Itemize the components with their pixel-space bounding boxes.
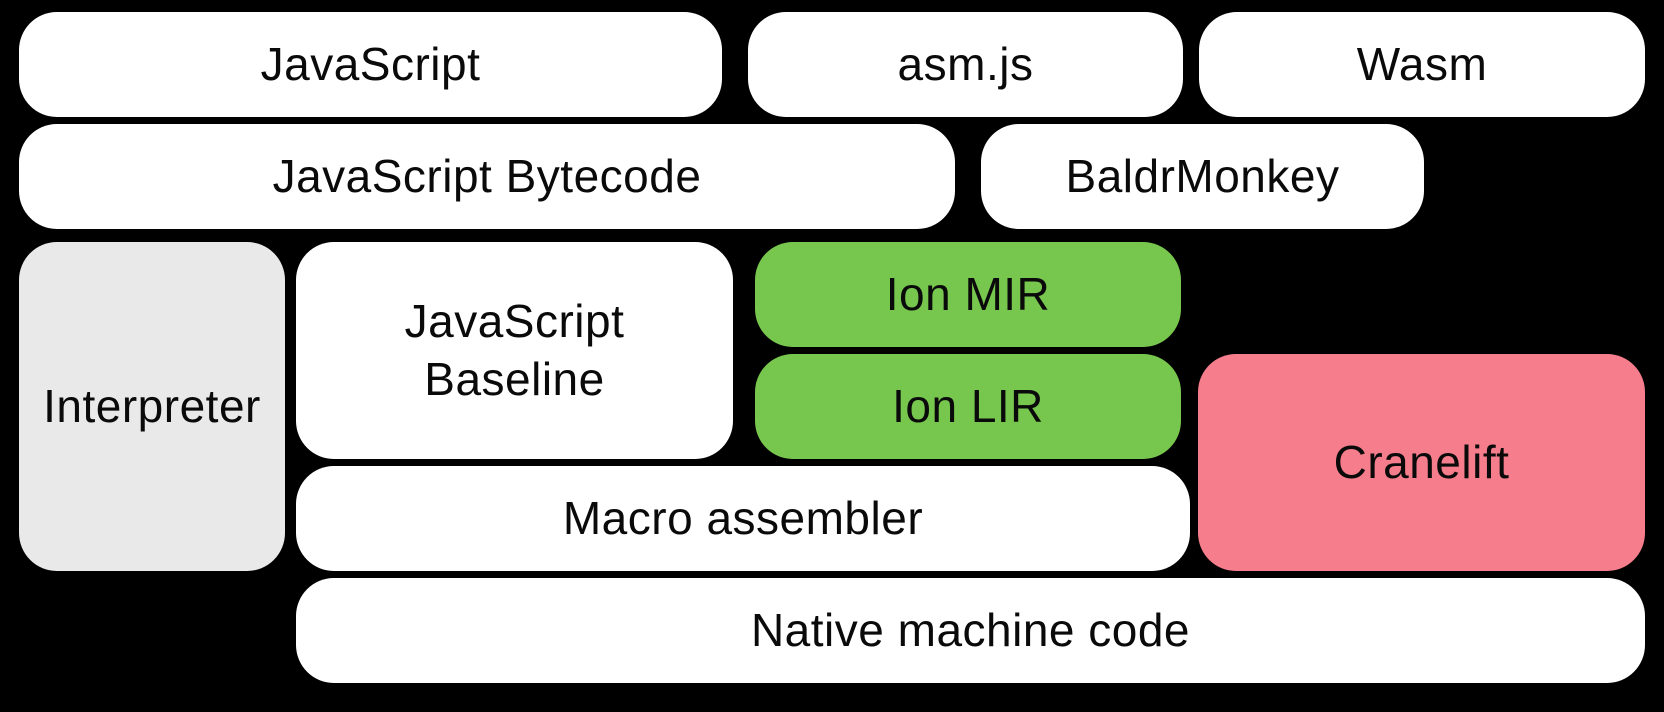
box-ion-lir: Ion LIR xyxy=(755,354,1181,459)
box-wasm-label: Wasm xyxy=(1356,37,1488,90)
box-macro-assembler: Macro assembler xyxy=(296,466,1190,571)
box-javascript-bytecode-label: JavaScript Bytecode xyxy=(272,149,702,202)
box-javascript-bytecode: JavaScript Bytecode xyxy=(19,124,955,229)
box-interpreter-label: Interpreter xyxy=(43,379,261,432)
box-macro-assembler-label: Macro assembler xyxy=(562,491,924,544)
box-javascript-baseline-label: JavaScript Baseline xyxy=(404,295,625,405)
box-cranelift-label: Cranelift xyxy=(1333,435,1510,488)
box-javascript-label: JavaScript xyxy=(260,37,481,90)
box-native-machine-code: Native machine code xyxy=(296,578,1645,683)
box-javascript: JavaScript xyxy=(19,12,722,117)
box-cranelift: Cranelift xyxy=(1198,354,1645,571)
box-interpreter: Interpreter xyxy=(19,242,285,571)
box-asmjs-label: asm.js xyxy=(897,37,1034,90)
box-baldrmonkey: BaldrMonkey xyxy=(981,124,1424,229)
box-ion-lir-label: Ion LIR xyxy=(892,379,1044,432)
box-wasm: Wasm xyxy=(1199,12,1645,117)
box-ion-mir-label: Ion MIR xyxy=(885,267,1051,320)
box-javascript-baseline: JavaScript Baseline xyxy=(296,242,733,459)
box-native-machine-code-label: Native machine code xyxy=(750,603,1191,656)
box-ion-mir: Ion MIR xyxy=(755,242,1181,347)
box-baldrmonkey-label: BaldrMonkey xyxy=(1065,149,1340,202)
box-asmjs: asm.js xyxy=(748,12,1183,117)
